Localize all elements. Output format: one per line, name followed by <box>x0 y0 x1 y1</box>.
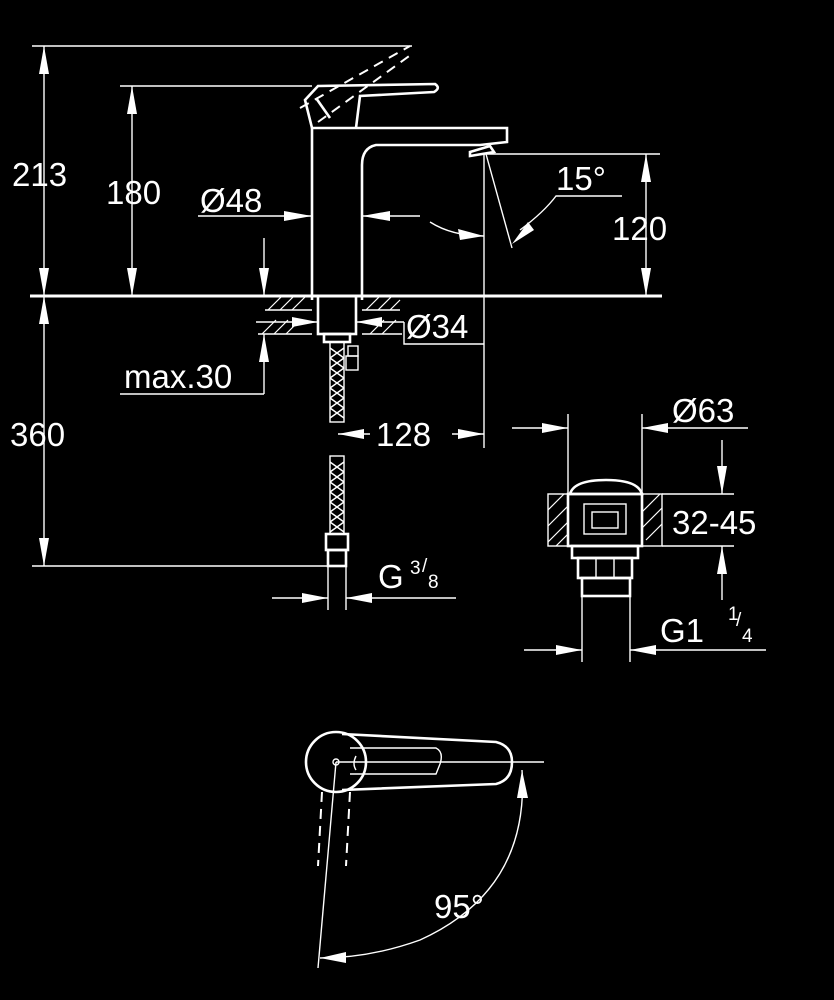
counter-top <box>30 294 662 335</box>
waste-diameter-label: Ø63 <box>672 392 734 429</box>
connection-thread-denominator: 8 <box>428 572 439 593</box>
dimension-spout-angle: 15° <box>485 153 622 249</box>
spout-reach-label: 128 <box>376 416 431 453</box>
waste-thickness-label: 32-45 <box>672 504 756 541</box>
max-counter-label: max.30 <box>124 358 232 395</box>
connection-thread-numerator: 3 <box>410 558 421 579</box>
handle-rotation-label: 95° <box>434 888 484 925</box>
body-diameter-label: Ø48 <box>200 182 262 219</box>
waste-thread-numerator: 1 <box>728 604 739 625</box>
hose-length-label: 360 <box>10 416 65 453</box>
body-height-label: 180 <box>106 174 161 211</box>
dimension-handle-rotation: 95° <box>319 769 528 963</box>
hole-diameter-label: Ø34 <box>406 308 468 345</box>
dimension-body-height: 180 <box>106 85 312 296</box>
dimension-spout-height: 120 <box>486 153 667 296</box>
dimension-hole-diameter: Ø34 <box>256 308 484 345</box>
waste-thread-denominator: 4 <box>742 626 753 647</box>
dimension-max-counter: max.30 <box>120 238 269 395</box>
dimension-waste-thickness: 32-45 <box>662 440 756 600</box>
waste-valve <box>547 478 663 598</box>
spout-height-label: 120 <box>612 210 667 247</box>
dimension-spout-reach: 128 <box>338 154 485 453</box>
faucet-top-view <box>304 730 544 969</box>
dimension-waste-thread: G1 1 / 4 <box>524 596 766 662</box>
dimension-hose-length: 360 <box>10 296 346 567</box>
dimension-waste-diameter: Ø63 <box>512 392 748 494</box>
dimension-body-diameter: Ø48 <box>198 182 420 221</box>
dimension-connection-thread: G 3 / 8 <box>272 556 456 610</box>
spout-angle-label: 15° <box>556 160 606 197</box>
faucet-side-view <box>299 45 509 300</box>
total-height-label: 213 <box>12 156 67 193</box>
dimension-total-height: 213 <box>12 45 412 296</box>
connection-thread-slash: / <box>422 556 428 577</box>
waste-thread-slash: / <box>736 610 742 631</box>
waste-thread-main: G1 <box>660 612 704 649</box>
mounting-shank <box>316 294 359 568</box>
connection-thread-main: G <box>378 558 404 595</box>
